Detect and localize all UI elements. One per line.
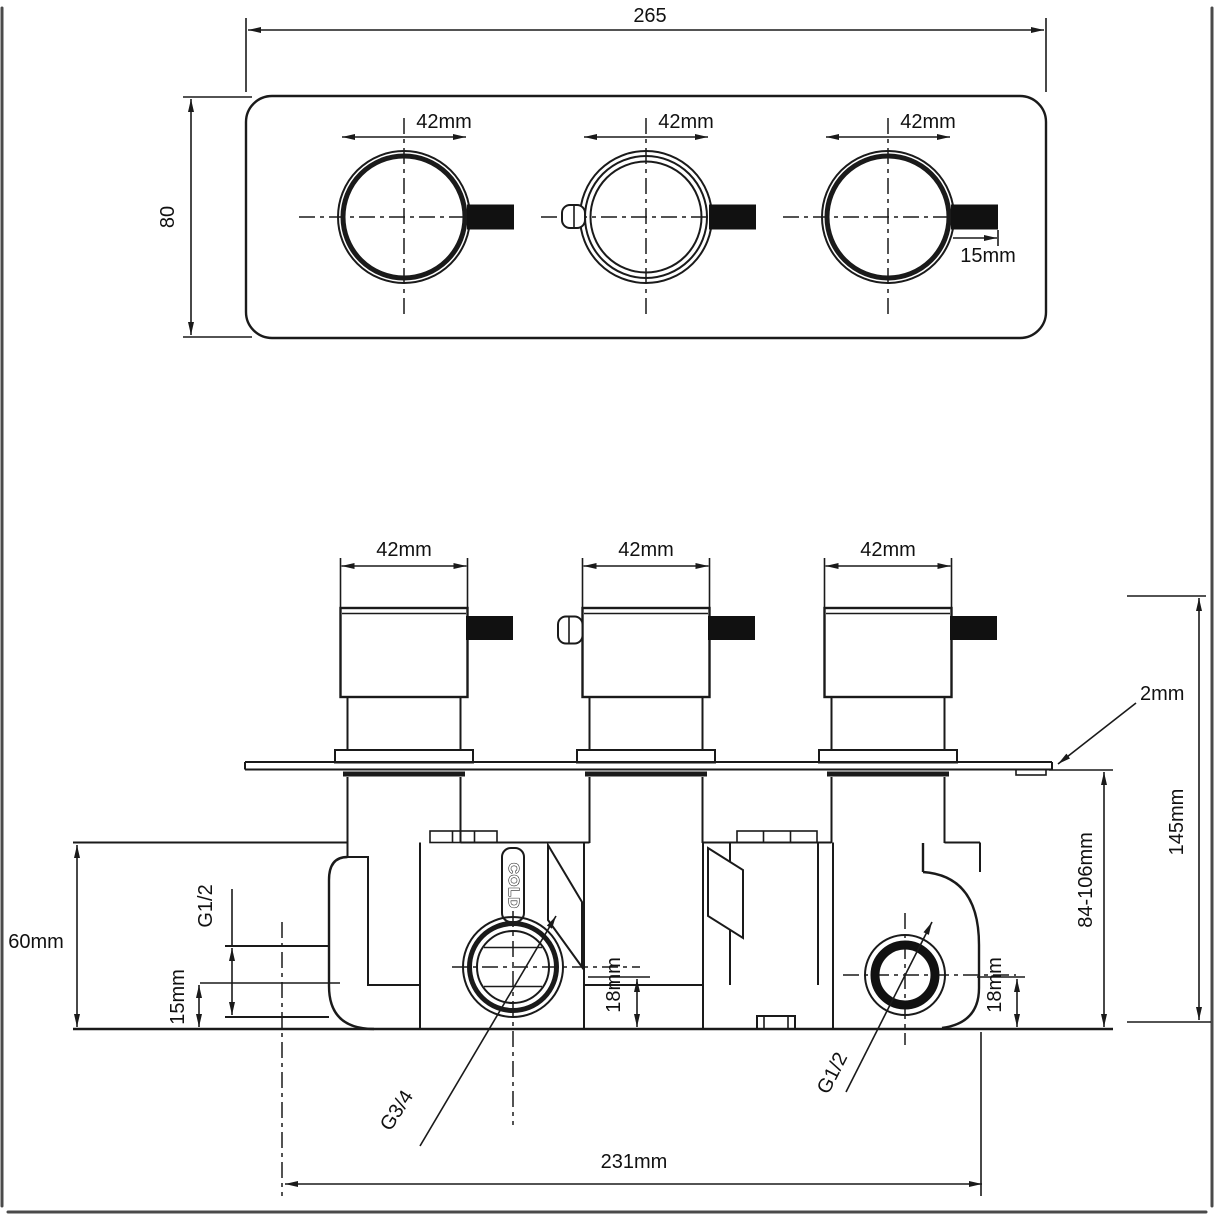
bottom-notch [756,1015,796,1029]
dim-rear-inlet: G1/2 15mm [167,884,340,1027]
bolt-row-left [429,830,498,844]
dim-text-knob2: 42mm [658,111,714,133]
dim-body-height: 60mm [8,845,80,1027]
dim-text-install-depth: 84-106mm [1075,832,1097,928]
dim-overall-width: 265 [245,5,1047,92]
front-knob-left: 42mm [334,539,513,857]
section-break-left [547,841,583,971]
dim-left-port-height: 18mm [588,957,650,1027]
plan-knob-left: 42mm [299,111,514,317]
dim-text-rear-inlet-height: 15mm [167,969,189,1025]
handle-block [466,616,513,640]
dim-text-fknob1: 42mm [376,539,432,561]
index-tab [557,615,584,645]
dim-text-left-port-height: 18mm [603,957,625,1013]
dim-text-knob3: 42mm [900,111,956,133]
handle-block [467,204,514,230]
front-knob-middle: 42mm [557,539,755,843]
dim-text-fknob3: 42mm [860,539,916,561]
handle-block [950,616,997,640]
dim-text-rear-inlet-thread: G1/2 [195,884,217,927]
port-g34 [452,911,640,1125]
port-g12 [843,913,1016,1045]
plan-knob-right: 42mm 15mm [783,111,1016,317]
cold-label: COLD [505,863,522,910]
faceplate-outline [244,94,1048,340]
cold-badge: COLD [501,847,525,923]
dim-text-knob1: 42mm [416,111,472,133]
left-elbow-outline [327,855,375,1031]
left-elbow-inner [347,856,420,986]
dim-text-body-height: 60mm [8,931,64,953]
handle-block [951,204,998,230]
dim-text-handle-len: 15mm [960,245,1016,267]
dim-text-front-height: 145mm [1166,789,1188,856]
dim-text-fknob2: 42mm [618,539,674,561]
front-view: 42mm 42mm [8,539,1211,1196]
dim-overall-height: 80 [157,96,252,338]
plan-knob-middle: 42mm [541,111,756,317]
dim-text-plate-thickness: 2mm [1140,683,1184,705]
dim-text-overall-height: 80 [157,206,179,228]
wall-plate [244,761,1053,776]
bolt-row-right [736,830,818,844]
dim-right-port-height: 18mm [977,957,1025,1027]
dim-text-body-width: 231mm [601,1151,668,1173]
label-g34: G3/4 [376,1087,418,1135]
dim-body-width: 231mm [285,1032,982,1196]
right-body-outline [922,870,981,1030]
front-knob-right: 42mm [818,539,997,843]
plan-view: 265 80 42mm [157,5,1048,340]
valve-body [73,830,1113,1196]
handle-block [708,616,755,640]
section-break-middle [707,846,744,940]
dim-front-height: 145mm [1127,595,1211,1023]
dim-plate-thickness: 2mm [1057,683,1184,765]
handle-block [709,204,756,230]
dim-text-right-port-height: 18mm [984,957,1006,1013]
dim-text-overall-width: 265 [633,5,666,27]
dim-install-depth: 84-106mm [1049,769,1113,1027]
